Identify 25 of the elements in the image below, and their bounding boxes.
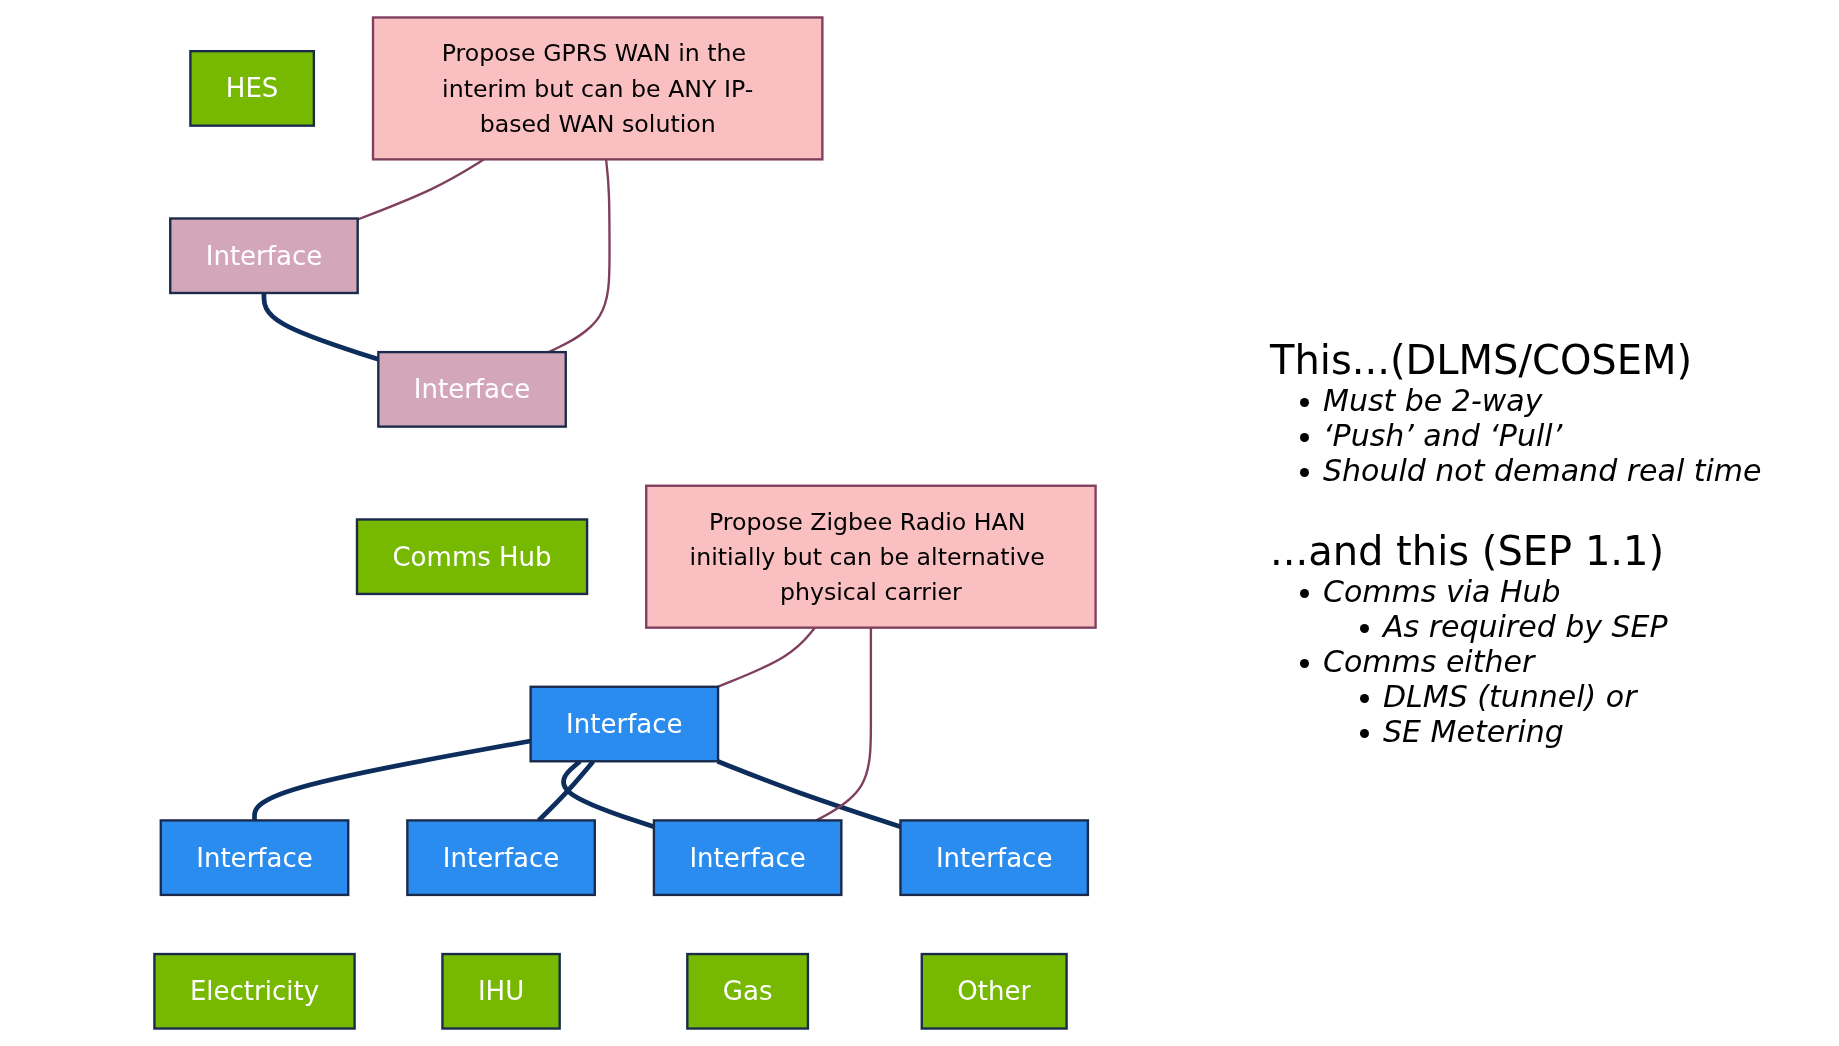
node-box: Propose GPRS WAN in the interim but can be ANY IP-based WAN solution xyxy=(371,16,824,161)
node-box: Propose Zigbee Radio HAN initially but can be alternative physical carrier xyxy=(645,484,1097,629)
node-box: Comms Hub xyxy=(355,518,589,596)
bullet-text: As required by SEP xyxy=(1383,609,1668,644)
node-box: Interface xyxy=(169,217,359,295)
bullet-text: Must be 2-way xyxy=(1323,383,1543,418)
bullet-text: ‘Push’ and ‘Pull’ xyxy=(1323,418,1563,453)
bullet-text: SE Metering xyxy=(1383,714,1564,749)
node-box: Interface xyxy=(406,819,596,897)
node-box: Interface xyxy=(529,685,720,763)
heading-text: This...(DLMS/COSEM) xyxy=(1270,337,1693,383)
bullet-text: Comms either xyxy=(1323,644,1535,679)
node-box: Interface xyxy=(159,819,350,897)
node-box: HES xyxy=(189,49,316,127)
node-box: IHU xyxy=(441,952,561,1030)
node-box: Interface xyxy=(652,819,843,897)
node-box: Interface xyxy=(377,350,567,428)
node-box: Electricity xyxy=(153,952,356,1030)
bullet-text: DLMS (tunnel) or xyxy=(1383,679,1637,714)
node-box: Interface xyxy=(899,819,1090,897)
bullet-text: Should not demand real time xyxy=(1323,453,1762,488)
bullet-text: Comms via Hub xyxy=(1323,574,1561,609)
heading-text: ...and this (SEP 1.1) xyxy=(1270,528,1665,574)
node-box: Other xyxy=(920,952,1068,1030)
node-box: Gas xyxy=(686,952,810,1030)
